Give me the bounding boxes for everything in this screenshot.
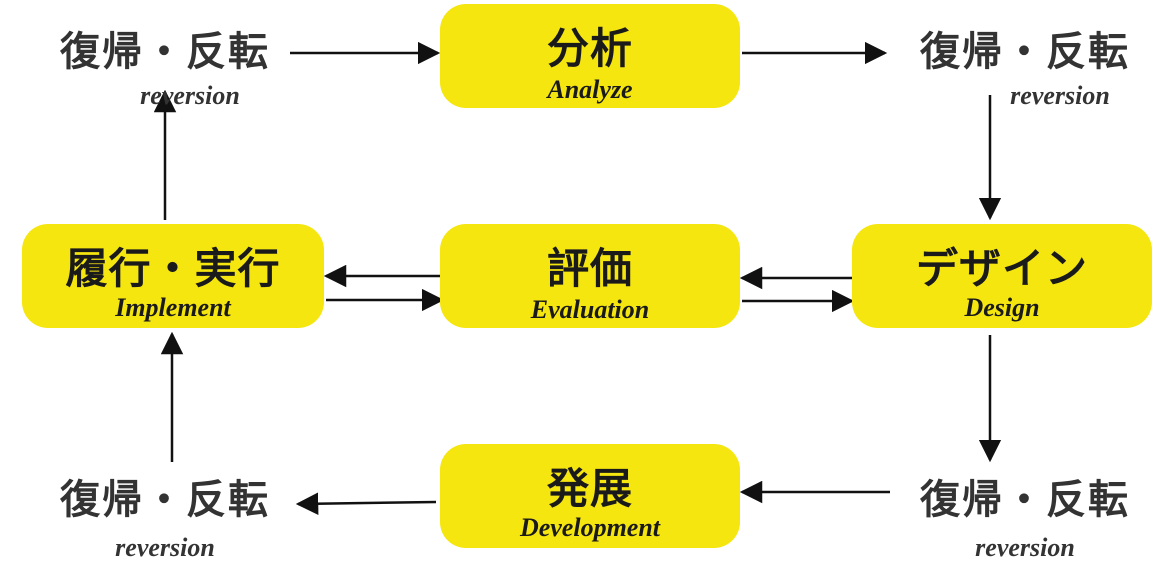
node-evaluation: 評価 Evaluation xyxy=(440,224,740,328)
node-design: デザイン Design xyxy=(852,224,1152,328)
node-analyze: 分析 Analyze xyxy=(440,4,740,108)
node-design-en: Design xyxy=(964,293,1040,322)
reversion-bottom-left-en: reversion xyxy=(115,533,215,562)
node-implement-en: Implement xyxy=(115,293,231,322)
reversion-top-right: 復帰・反転 reversion xyxy=(890,28,1160,110)
node-development-en: Development xyxy=(519,513,661,542)
node-analyze-jp: 分析 xyxy=(546,24,633,73)
reversion-top-right-en: reversion xyxy=(1010,81,1110,110)
node-implement-jp: 履行・実行 xyxy=(65,244,281,293)
node-development: 発展 Development xyxy=(440,444,740,548)
node-design-jp: デザイン xyxy=(915,244,1088,293)
node-evaluation-jp: 評価 xyxy=(546,244,633,293)
reversion-bottom-left: 復帰・反転 reversion xyxy=(30,476,300,562)
node-evaluation-en: Evaluation xyxy=(530,295,650,324)
reversion-top-left: 復帰・反転 reversion xyxy=(30,28,300,110)
reversion-top-left-en: reversion xyxy=(140,81,240,110)
node-implement: 履行・実行 Implement xyxy=(22,224,324,328)
arrow-development-to-bottomleft xyxy=(295,492,437,515)
node-analyze-en: Analyze xyxy=(547,75,633,104)
reversion-bottom-right-jp: 復帰・反転 xyxy=(920,477,1130,523)
reversion-bottom-left-jp: 復帰・反転 xyxy=(60,477,270,523)
node-development-jp: 発展 xyxy=(546,464,633,513)
reversion-bottom-right: 復帰・反転 reversion xyxy=(890,476,1160,562)
reversion-bottom-right-en: reversion xyxy=(975,533,1075,562)
reversion-top-right-jp: 復帰・反転 xyxy=(920,29,1130,75)
reversion-top-left-jp: 復帰・反転 xyxy=(60,29,270,75)
